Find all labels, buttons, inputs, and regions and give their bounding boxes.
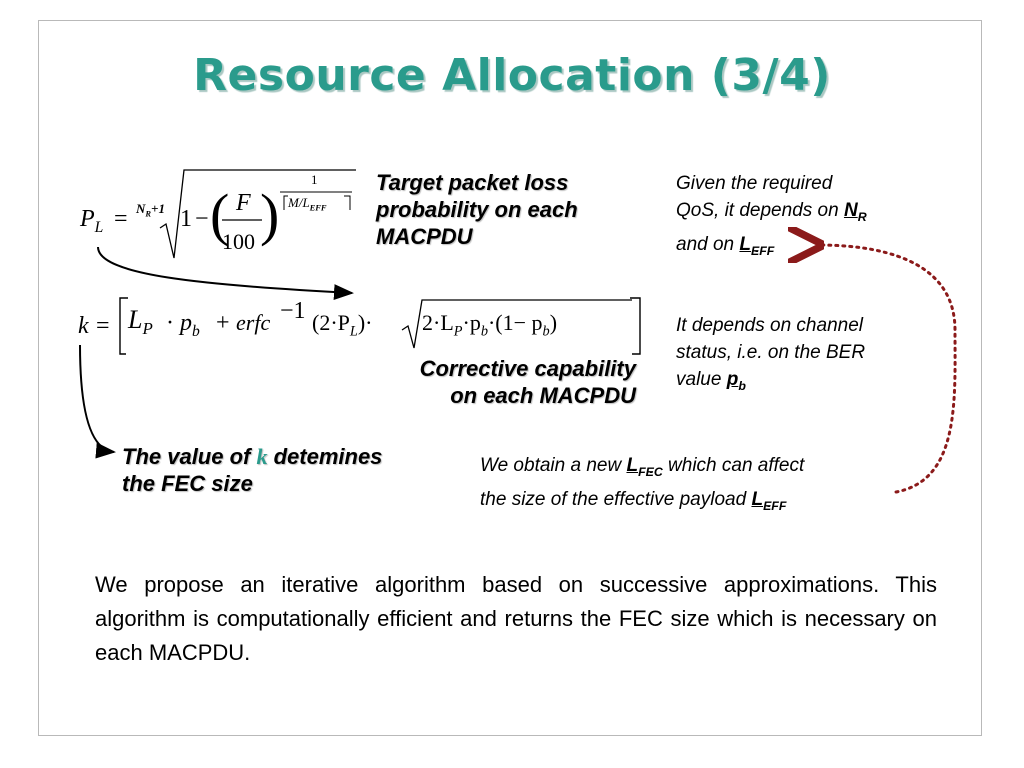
eq1-minus: −: [195, 206, 209, 232]
channel-note: It depends on channel status, i.e. on th…: [676, 315, 866, 393]
eq2-plus: +: [216, 310, 230, 336]
eq2-ceil-right: [630, 297, 641, 355]
eq1-frac-num: F: [236, 190, 251, 216]
eq1-ceil-right: [344, 195, 351, 210]
qos-note: Given the required QoS, it depends on NR…: [676, 173, 867, 258]
arrow-k-to-fec: [79, 344, 116, 459]
eq1-ceil-left: [283, 195, 288, 210]
slide-title: Resource Allocation (3/4): [193, 50, 831, 101]
eq1-lhs: PL: [80, 206, 104, 236]
slide-frame: [38, 20, 982, 736]
eq2-radical: [401, 299, 632, 349]
eq1-root-index: NR+1: [136, 201, 165, 219]
eq2-paren-term: (2·PL)·: [312, 310, 373, 340]
eq2-equals: =: [96, 313, 110, 339]
eq1-exp-num: 1: [311, 172, 318, 187]
corrective-label: Corrective capability on each MACPDU: [419, 356, 636, 408]
eq1-paren-left: (: [210, 182, 230, 247]
eq1-paren-right: ): [260, 182, 280, 247]
eq1-radical: [159, 169, 356, 259]
lfec-note: We obtain a new LFEC which can affect th…: [480, 455, 805, 513]
eq1-one: 1: [180, 206, 192, 232]
eq2-lhs: k: [78, 313, 89, 339]
eq2-term-lp: LP: [128, 305, 153, 339]
eq1-exp-den: M/LEFF: [288, 195, 327, 213]
dotted-feedback-arrow: [818, 245, 957, 494]
eq2-term-pb: pb: [180, 310, 200, 340]
eq2-exp: −1: [280, 298, 306, 324]
k-value-label: The value of k detemines the FEC size: [122, 444, 383, 496]
k-highlight: k: [256, 444, 268, 469]
eq1-frac-den: 100: [222, 229, 255, 254]
eq2-erfc: erfc: [236, 310, 271, 335]
eq2-dot: ·: [166, 310, 174, 336]
body-paragraph: We propose an iterative algorithm based …: [95, 572, 937, 665]
eq2-ceil-left: [119, 297, 128, 355]
target-loss-label: Target packet loss probability on each M…: [376, 170, 578, 249]
eq1-equals: =: [114, 206, 128, 232]
eq2-sqrt-content: 2·LP·pb·(1− pb): [422, 310, 558, 340]
arrow-pl-to-eq2: [97, 246, 354, 301]
